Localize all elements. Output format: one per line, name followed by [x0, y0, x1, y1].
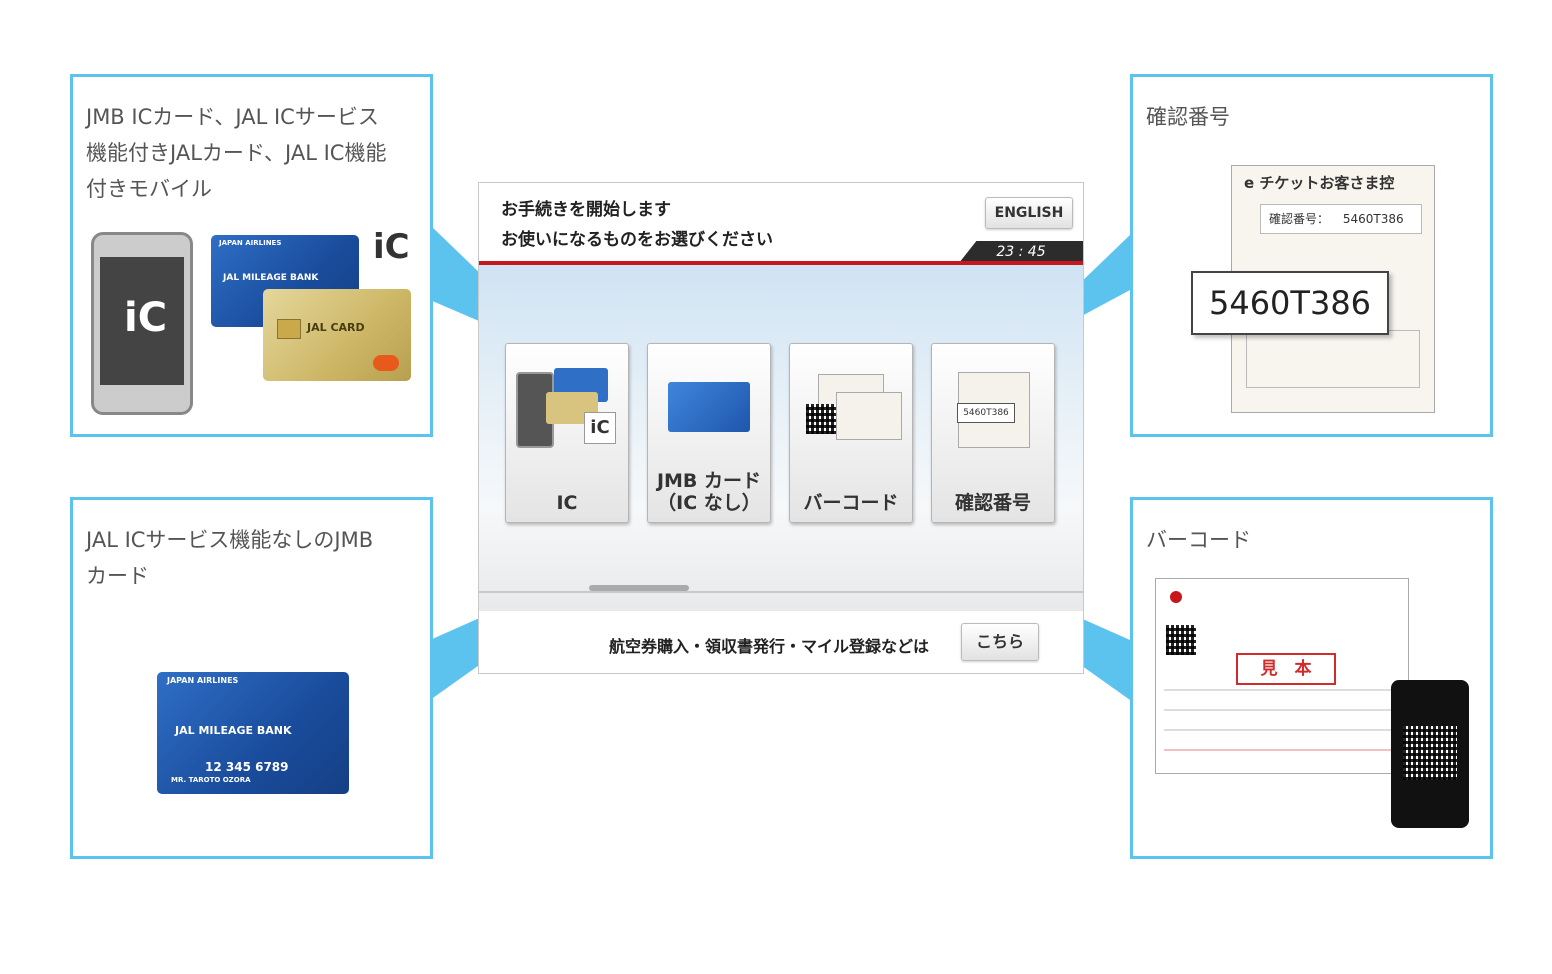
kiosk-footer: 航空券購入・領収書発行・マイル登録などは こちら: [479, 611, 1083, 673]
jal-logo-icon: [1170, 591, 1182, 603]
confirm-thumbnail: 5460T386: [957, 372, 1030, 448]
ic-logo-icon: iC: [584, 412, 616, 444]
kochira-button[interactable]: こちら: [961, 623, 1039, 661]
airplane-silhouette-icon: [589, 585, 689, 591]
card-mileage-label: JAL MILEAGE BANK: [175, 724, 292, 737]
jmb-card-label-main: JMB カード: [656, 470, 762, 492]
kiosk-line-1: お手続きを開始します: [501, 200, 671, 220]
panel-jmb-line: カード: [86, 564, 149, 588]
sample-stamp: 見 本: [1236, 653, 1336, 685]
panel-ic-line: 機能付きJALカード、JAL IC機能: [86, 141, 387, 165]
panel-barcode: バーコード 見 本: [1130, 497, 1493, 859]
panel-jmb: JAL ICサービス機能なしのJMB カード JAPAN AIRLINES JA…: [70, 497, 433, 859]
qr-code-icon: [1166, 625, 1196, 655]
jmb-card-button-label: JMB カード （IC なし）: [648, 470, 770, 514]
card-airline: JAPAN AIRLINES: [167, 676, 239, 685]
kiosk-red-bar: [479, 261, 1083, 265]
barcode-button-label: バーコード: [803, 492, 899, 514]
eticket-field-label: 確認番号：: [1269, 212, 1330, 226]
card-jal-card: JAL CARD: [263, 289, 411, 381]
jmb-card-button[interactable]: JMB カード （IC なし）: [647, 343, 771, 523]
kiosk-clock: 23 : 45: [959, 241, 1083, 263]
qr-code-icon: [806, 404, 836, 434]
panel-jmb-text: JAL ICサービス機能なしのJMB カード: [86, 522, 373, 594]
eticket-title: e チケットお客さま控: [1244, 174, 1395, 192]
confirm-number-button[interactable]: 5460T386 確認番号: [931, 343, 1055, 523]
confirm-thumbnail-number: 5460T386: [957, 403, 1015, 423]
jmb-card-thumbnail: [668, 382, 750, 432]
phone-icon: iC: [91, 232, 193, 415]
english-button[interactable]: ENGLISH: [985, 197, 1073, 229]
panel-confirm-title: 確認番号: [1146, 105, 1230, 129]
card-jal-card-label: JAL CARD: [307, 321, 365, 334]
barcode-doc: 見 本: [1155, 578, 1409, 774]
kiosk-header: お手続きを開始します お使いになるものをお選びください ENGLISH 23 :…: [479, 183, 1083, 263]
barcode-thumbnail: [800, 374, 902, 454]
kiosk-screen: お手続きを開始します お使いになるものをお選びください ENGLISH 23 :…: [478, 182, 1084, 674]
jmb-card-label-sub: （IC なし）: [657, 492, 761, 514]
panel-ic-line: 付きモバイル: [86, 177, 212, 201]
ic-thumbnail: iC: [516, 368, 616, 448]
card-holder: MR. TAROTO OZORA: [171, 776, 251, 784]
confirm-number-button-label: 確認番号: [954, 492, 1031, 514]
confirm-callout: 5460T386: [1191, 271, 1389, 335]
card-airline: JAPAN AIRLINES: [219, 239, 282, 247]
kiosk-line-2: お使いになるものをお選びください: [501, 230, 773, 250]
panel-ic: JMB ICカード、JAL ICサービス 機能付きJALカード、JAL IC機能…: [70, 74, 433, 437]
barcode-button[interactable]: バーコード: [789, 343, 913, 523]
panel-ic-text: JMB ICカード、JAL ICサービス 機能付きJALカード、JAL IC機能…: [86, 99, 386, 207]
ic-button-label: IC: [556, 492, 578, 514]
qr-code-icon: [1403, 726, 1457, 780]
panel-ic-line: JMB ICカード、JAL ICサービス: [86, 105, 379, 129]
footer-text: 航空券購入・領収書発行・マイル登録などは: [609, 637, 930, 656]
panel-barcode-title: バーコード: [1146, 528, 1251, 552]
ic-logo-icon: iC: [373, 227, 410, 267]
card-number: 12 345 6789: [205, 760, 289, 774]
ic-logo-icon: iC: [124, 295, 168, 341]
ic-button[interactable]: iC IC: [505, 343, 629, 523]
panel-confirm: 確認番号 e チケットお客さま控 確認番号： 5460T386 5460T386: [1130, 74, 1493, 437]
panel-jmb-line: JAL ICサービス機能なしのJMB: [86, 528, 374, 552]
phone-icon: [1391, 680, 1469, 828]
card-mileage-label: JAL MILEAGE BANK: [223, 273, 319, 283]
eticket-field-value: 5460T386: [1342, 212, 1404, 226]
card-mileage-bank-large: JAPAN AIRLINES JAL MILEAGE BANK 12 345 6…: [157, 672, 349, 794]
eticket-field: 確認番号： 5460T386: [1260, 204, 1422, 234]
